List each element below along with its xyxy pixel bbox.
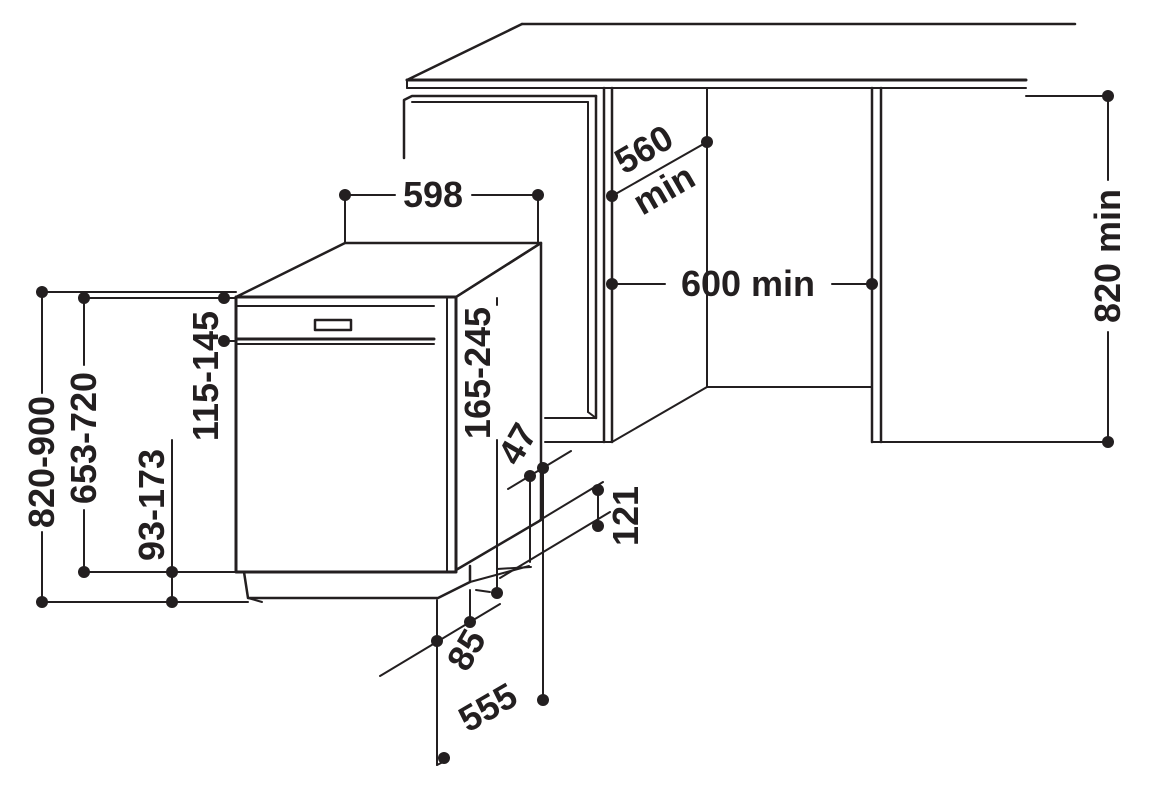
label-plinth-85: 85 xyxy=(438,622,494,677)
label-height-653-720: 653-720 xyxy=(63,372,104,504)
label-plinth-121: 121 xyxy=(605,486,646,546)
label-depth-555: 555 xyxy=(451,674,524,740)
dishwasher xyxy=(234,241,543,603)
label-height-93-173: 93-173 xyxy=(131,449,172,561)
label-niche-width-600-min: 600 min xyxy=(681,263,815,304)
label-width-598: 598 xyxy=(403,174,463,215)
dimension-labels: 598 560 min 600 min 820 min 820-900 653-… xyxy=(21,116,1128,740)
dimension-lines xyxy=(36,90,1114,766)
label-panel-115-145: 115-145 xyxy=(185,311,226,441)
kitchen-niche xyxy=(402,22,1109,444)
label-panel-165-245: 165-245 xyxy=(457,307,498,439)
label-niche-height-820-min: 820 min xyxy=(1087,189,1128,323)
label-height-820-900: 820-900 xyxy=(21,396,62,528)
control-display xyxy=(313,318,353,332)
